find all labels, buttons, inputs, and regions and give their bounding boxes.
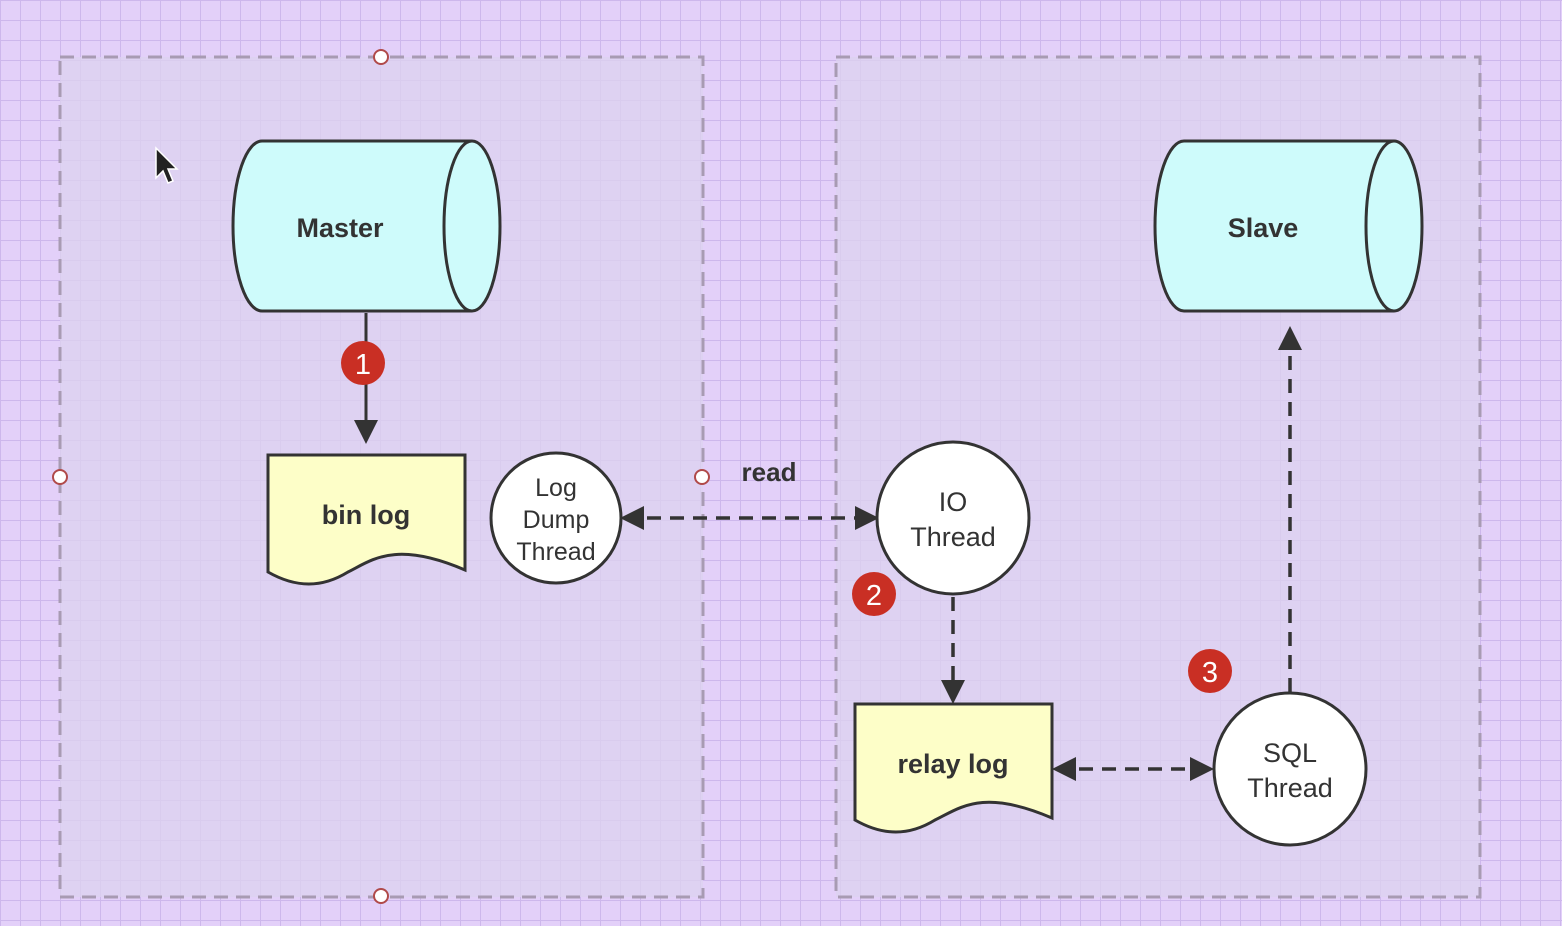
io-thread-line-1: IO	[939, 487, 968, 517]
bin-log-label: bin log	[322, 500, 410, 530]
sql-thread-line-1: SQL	[1263, 738, 1317, 768]
log-dump-thread[interactable]: Log Dump Thread	[489, 451, 623, 585]
sql-thread[interactable]: SQL Thread	[1212, 691, 1368, 847]
sql-thread-line-2: Thread	[1247, 773, 1333, 803]
slave-database[interactable]: Slave	[1153, 139, 1424, 313]
step-badge-3-number: 3	[1202, 657, 1218, 689]
bin-log-document[interactable]: bin log	[266, 453, 467, 586]
master-label: Master	[296, 213, 384, 243]
master-database[interactable]: Master	[231, 139, 502, 313]
selection-handle-top[interactable]	[373, 49, 389, 65]
relay-log-document[interactable]: relay log	[853, 702, 1054, 834]
step-badge-1-number: 1	[355, 349, 371, 381]
slave-label: Slave	[1228, 213, 1299, 243]
selection-handle-right[interactable]	[694, 469, 710, 485]
mouse-cursor-icon	[155, 146, 179, 184]
read-edge-label: read	[742, 457, 797, 487]
step-badge-1: 1	[341, 341, 385, 385]
io-thread[interactable]: IO Thread	[875, 440, 1031, 596]
step-badge-2: 2	[852, 572, 896, 616]
step-badge-3: 3	[1188, 649, 1232, 693]
log-dump-thread-line-2: Dump	[523, 506, 590, 534]
log-dump-thread-line-3: Thread	[516, 538, 595, 566]
selection-handle-bottom[interactable]	[373, 888, 389, 904]
relay-log-label: relay log	[897, 749, 1008, 779]
step-badge-2-number: 2	[866, 580, 882, 612]
io-thread-line-2: Thread	[910, 522, 996, 552]
selection-handle-left[interactable]	[52, 469, 68, 485]
log-dump-thread-line-1: Log	[535, 474, 577, 502]
